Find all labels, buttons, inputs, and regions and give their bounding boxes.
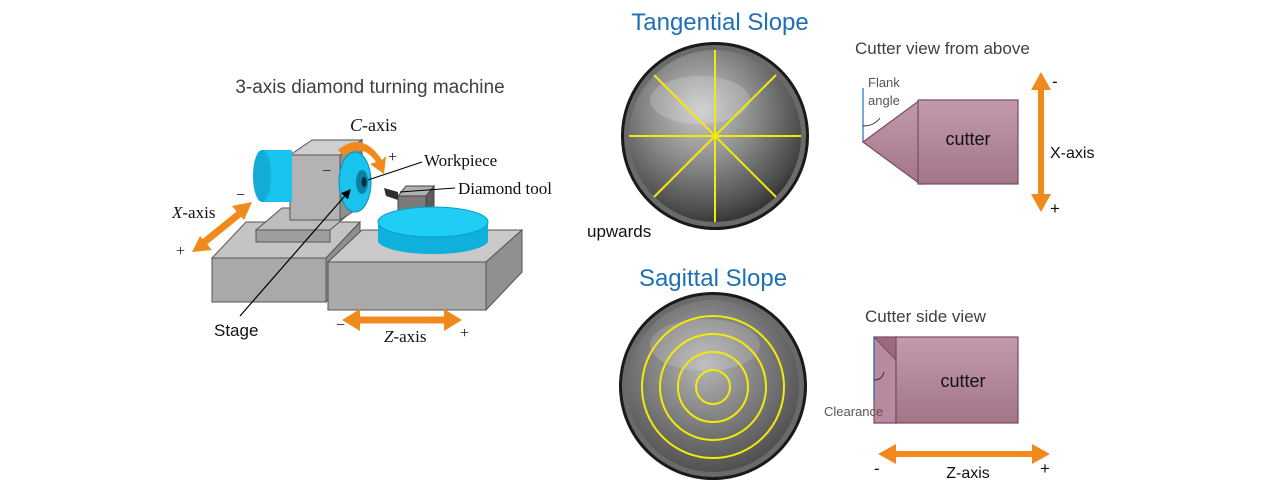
workpiece-center bbox=[361, 177, 367, 187]
workpiece-label: Workpiece bbox=[424, 151, 497, 170]
clearance-angle-arc bbox=[873, 371, 885, 381]
z-axis-minus-machine: − bbox=[336, 317, 345, 334]
x-axis-suffix: -axis bbox=[182, 203, 215, 222]
c-axis-suffix: -axis bbox=[362, 115, 397, 135]
left-base-front bbox=[211, 257, 327, 303]
workpiece-leader bbox=[367, 161, 423, 181]
x-axis-cutter-plus: + bbox=[1050, 199, 1060, 218]
spindle-stage-front bbox=[255, 229, 331, 243]
machine-title: 3-axis diamond turning machine bbox=[235, 77, 504, 98]
upwards-label: upwards bbox=[587, 222, 651, 241]
machine-illustration bbox=[210, 139, 524, 312]
sagittal-slope-rings bbox=[641, 315, 785, 459]
c-axis-minus: − bbox=[322, 163, 331, 180]
diamond-tool-leader bbox=[399, 187, 456, 193]
x-axis-cutter-label: X-axis bbox=[1050, 145, 1094, 162]
clearance-label: Clearance bbox=[824, 404, 883, 419]
x-axis-minus: − bbox=[236, 187, 245, 204]
rear-cylinder-cap bbox=[253, 150, 271, 202]
z-axis-cutter-plus: + bbox=[1040, 459, 1050, 478]
tangential-title: Tangential Slope bbox=[631, 9, 808, 36]
cutter-top-title: Cutter view from above bbox=[855, 39, 1030, 58]
sagittal-title: Sagittal Slope bbox=[639, 265, 787, 292]
x-axis-label: X-axis bbox=[171, 203, 215, 222]
z-axis-arrow-machine bbox=[342, 309, 462, 331]
x-axis-arrow-cutter bbox=[1031, 72, 1051, 212]
c-axis-rotation-arrow bbox=[338, 142, 386, 174]
flank-angle-line1: Flank bbox=[868, 75, 900, 90]
z-axis-suffix: -axis bbox=[393, 327, 426, 346]
diamond-tool-tip bbox=[384, 188, 398, 200]
z-axis-letter: Z bbox=[384, 327, 394, 346]
x-axis-plus: + bbox=[176, 243, 185, 260]
right-base-front bbox=[327, 261, 487, 311]
sagittal-sphere bbox=[619, 292, 807, 480]
c-axis-label: C-axis bbox=[350, 115, 397, 135]
z-axis-plus-machine: + bbox=[460, 325, 469, 342]
rotary-table-top bbox=[377, 206, 489, 238]
z-axis-label-machine: Z-axis bbox=[384, 327, 427, 346]
x-axis-letter: X bbox=[171, 203, 183, 222]
diamond-tool-label: Diamond tool bbox=[458, 179, 552, 198]
c-axis-letter: C bbox=[350, 115, 363, 135]
stage-label: Stage bbox=[214, 321, 258, 340]
x-axis-cutter-minus: - bbox=[1052, 72, 1058, 91]
c-axis-plus: + bbox=[388, 149, 397, 166]
cutter-side-title: Cutter side view bbox=[865, 307, 987, 326]
flank-angle-arc bbox=[862, 117, 881, 127]
z-axis-cutter-minus: - bbox=[874, 459, 880, 478]
flank-angle-line2: angle bbox=[868, 93, 900, 108]
z-axis-cutter-label: Z-axis bbox=[946, 465, 990, 482]
right-base-side bbox=[485, 228, 523, 312]
x-axis-arrow bbox=[192, 202, 252, 252]
cutter-side-label: cutter bbox=[940, 371, 985, 391]
cutter-top-body bbox=[861, 98, 1019, 186]
tangential-slope-lines bbox=[629, 50, 801, 222]
cutter-top-label: cutter bbox=[945, 129, 990, 149]
cutter-side-body bbox=[872, 336, 1019, 424]
z-axis-arrow-cutter bbox=[878, 444, 1050, 464]
stage-leader bbox=[239, 189, 351, 317]
